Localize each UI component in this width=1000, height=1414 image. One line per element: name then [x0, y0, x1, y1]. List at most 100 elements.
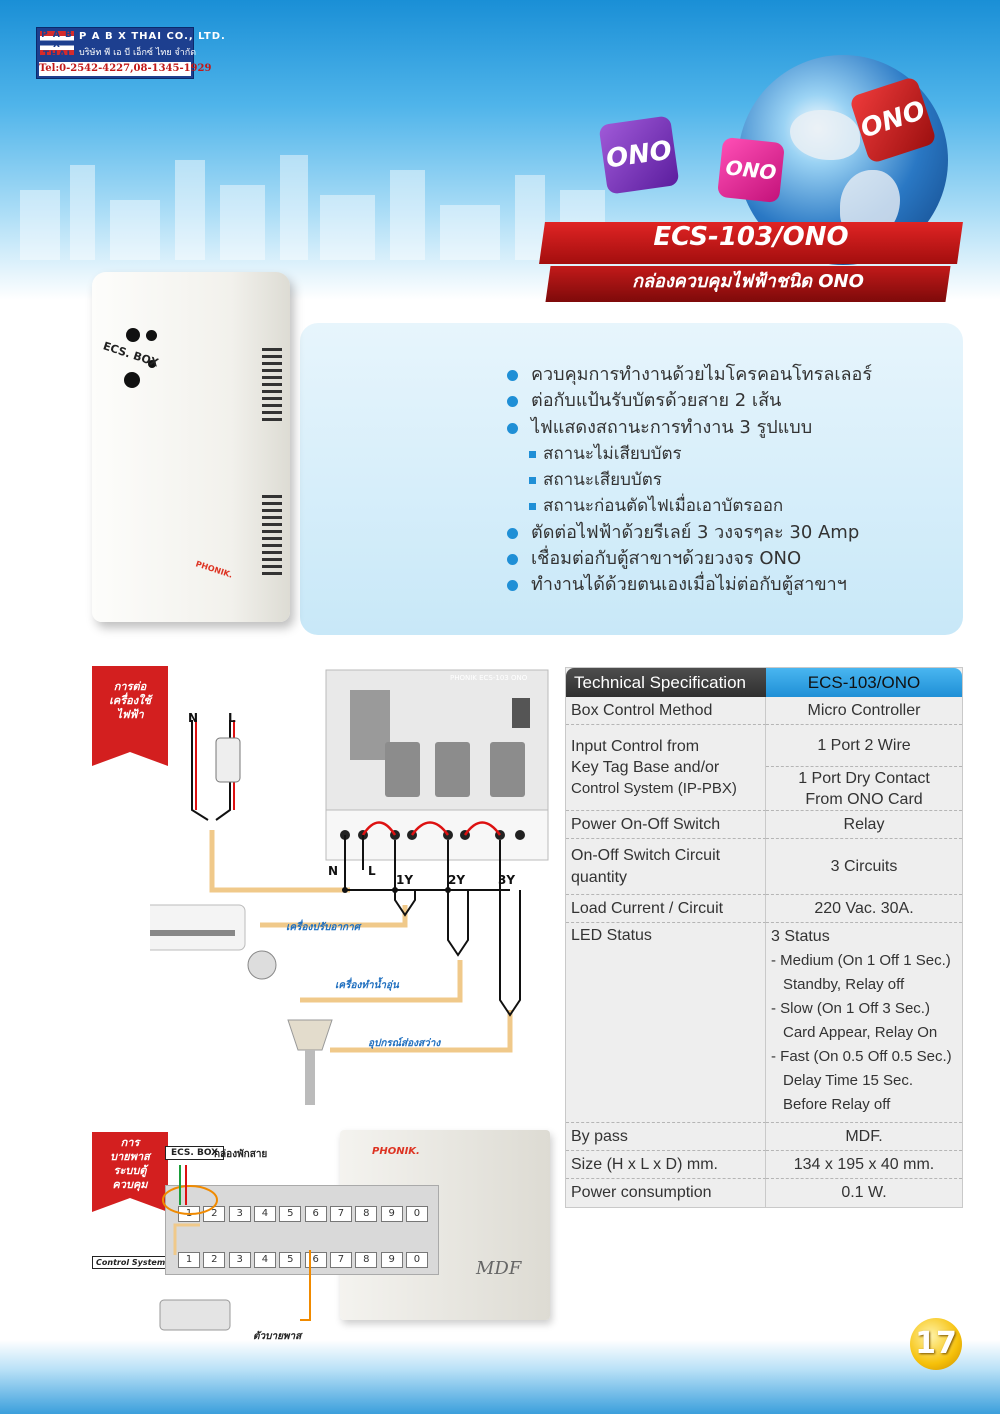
spec-table: Technical Specification ECS-103/ONO Box … [565, 667, 963, 1208]
feature-item: ตัดต่อไฟฟ้าด้วยรีเลย์ 3 วงจรๆละ 30 Amp [505, 520, 945, 546]
spec-label-line: Input Control from [571, 738, 700, 755]
product-subtitle: กล่องควบคุมไฟฟ้าชนิด ONO [632, 271, 864, 292]
led-status-line: Standby, Relay off [783, 976, 905, 993]
spec-label: On-Off Switch Circuit quantity [566, 839, 766, 895]
feature-text: สถานะเสียบบัตร [543, 470, 662, 491]
ono-cube-purple: ONO [598, 115, 680, 195]
device-hole [124, 372, 140, 388]
led-status-line: Card Appear, Relay On [783, 1024, 938, 1041]
relay-block [490, 742, 525, 797]
spec-row: 1 Port Dry Contact From ONO Card [566, 767, 962, 811]
terminal-pair: 7 [329, 1206, 352, 1222]
company-name: P A B X THAI CO., LTD. [79, 31, 226, 42]
feature-text: ต่อกับแป้นรับบัตรด้วยสาย 2 เส้น [531, 390, 782, 412]
tag-line: เครื่องใช้ [109, 694, 151, 707]
spec-row: Load Current / Circuit 220 Vac. 30A. [566, 895, 962, 923]
spec-row: LED Status 3 Status - Medium (On 1 Off 1… [566, 923, 962, 1123]
feature-item: เชื่อมต่อกับตู้สาขาฯด้วยวงจร ONO [505, 546, 945, 572]
device-vent-top [262, 348, 282, 425]
terminal-pair: 7 [329, 1252, 352, 1268]
bypass-highlight-ring [162, 1185, 218, 1215]
transformer [350, 690, 390, 760]
bullet-icon [507, 527, 518, 539]
spec-row: Power On-Off Switch Relay [566, 811, 962, 839]
terminal-pair: 5 [279, 1252, 302, 1268]
ecs-box-device-image [92, 272, 290, 622]
lamp-stand [305, 1050, 315, 1105]
bypass-tag: การ บายพาส ระบบตู้ ควบคุม [92, 1132, 168, 1212]
spec-value: 3 Status - Medium (On 1 Off 1 Sec.) Stan… [766, 923, 962, 1123]
junction-box-label: กล่องพักสาย [214, 1149, 268, 1160]
tag-line: ควบคุม [112, 1178, 148, 1191]
terminal-pair: 6 [304, 1206, 327, 1222]
terminal-pair: 0 [405, 1206, 428, 1222]
mdf-label: MDF [476, 1258, 522, 1279]
feature-panel [300, 323, 963, 635]
water-heater-icon [247, 950, 277, 980]
feature-text: ไฟแสดงสถานะการทำงาน 3 รูปแบบ [531, 416, 813, 438]
spec-value: 1 Port 2 Wire [766, 725, 962, 767]
square-bullet-icon [529, 477, 536, 485]
square-bullet-icon [529, 503, 536, 511]
led-status-line: Delay Time 15 Sec. [783, 1072, 914, 1089]
device-hole [146, 330, 157, 341]
feature-item: ควบคุมการทำงานด้วยไมโครคอนโทรลเลอร์ [505, 362, 945, 388]
bullet-icon [507, 554, 518, 566]
feature-item: ทำงานได้ด้วยตนเองเมื่อไม่ต่อกับตู้สาขาฯ [505, 572, 945, 598]
spec-row: Size (H x L x D) mm. 134 x 195 x 40 mm. [566, 1151, 962, 1179]
logo-mark: P A B X THAI [41, 30, 73, 60]
footer-skyline [0, 1340, 1000, 1414]
terminal-label-2y: 2Y [448, 873, 465, 887]
spec-row: Power consumption 0.1 W. [566, 1179, 962, 1207]
product-model-title: ECS-103/ONO [653, 222, 849, 252]
spec-row: Box Control Method Micro Controller [566, 697, 962, 725]
feature-text: ทำงานได้ด้วยตนเองเมื่อไม่ต่อกับตู้สาขาฯ [531, 574, 847, 596]
spec-label: Load Current / Circuit [566, 895, 766, 923]
bullet-icon [507, 422, 518, 434]
feature-list: ควบคุมการทำงานด้วยไมโครคอนโทรลเลอร์ ต่อก… [505, 362, 945, 599]
terminal-pair: 1 [178, 1252, 200, 1268]
junction-dots [342, 887, 451, 893]
bullet-icon [507, 396, 518, 408]
terminal-pair: 9 [380, 1252, 403, 1268]
bypass-plug-icon [159, 1299, 231, 1331]
appliance-wiring-diagram: N L N L 1Y 2Y 3Y PHONIK ECS-103 ONO [150, 669, 549, 1105]
company-logo: P A B X THAI P A B X THAI CO., LTD. บริษ… [36, 27, 225, 79]
terminal-pair: 3 [228, 1252, 251, 1268]
spec-label: Box Control Method [566, 697, 766, 725]
spec-label: Input Control from Key Tag Base and/or C… [566, 725, 766, 811]
spec-row: On-Off Switch Circuit quantity 3 Circuit… [566, 839, 962, 895]
wire-control [173, 1223, 200, 1255]
terminal-pair: 9 [380, 1206, 403, 1222]
bullet-icon [507, 580, 518, 592]
spec-label: Size (H x L x D) mm. [566, 1151, 766, 1179]
spec-value: 0.1 W. [841, 1184, 887, 1201]
wire-label-l: L [228, 711, 236, 725]
feature-subitem: สถานะเสียบบัตร [505, 467, 945, 493]
spec-label: LED Status [566, 923, 766, 1123]
spec-value: Relay [766, 811, 962, 839]
page-number: 17 [910, 1318, 962, 1370]
jumper-wires [361, 821, 502, 836]
power-switch-icon [215, 737, 241, 783]
square-bullet-icon [529, 450, 536, 458]
wire-bypass [300, 1250, 311, 1321]
company-phone: Tel:0-2542-4227,08-1345-1929 [39, 62, 212, 76]
spec-value: 220 Vac. 30A. [766, 895, 962, 923]
led-status-line: - Slow (On 1 Off 3 Sec.) [771, 1000, 930, 1017]
spec-value-line: 1 Port Dry Contact [798, 769, 930, 787]
spec-label: Power consumption [566, 1179, 766, 1207]
city-skyline-decoration [0, 150, 1000, 260]
terminal-label-3y: 3Y [498, 873, 515, 887]
terminal-pair: 3 [228, 1206, 251, 1222]
spec-label-line: Control System (IP-PBX) [571, 780, 737, 797]
terminal-pair: 0 [405, 1252, 428, 1268]
led-status-line: - Fast (On 0.5 Off 0.5 Sec.) [771, 1048, 952, 1065]
wire-label-n: N [188, 711, 198, 725]
spec-value: Micro Controller [766, 697, 962, 725]
ono-cube-pink: ONO [717, 136, 785, 204]
bullet-icon [507, 370, 518, 381]
terminal-block-row-bottom: 1 2 3 4 5 6 7 8 9 0 [178, 1252, 428, 1268]
terminal-pair: 8 [355, 1252, 378, 1268]
globe-land [790, 110, 860, 160]
